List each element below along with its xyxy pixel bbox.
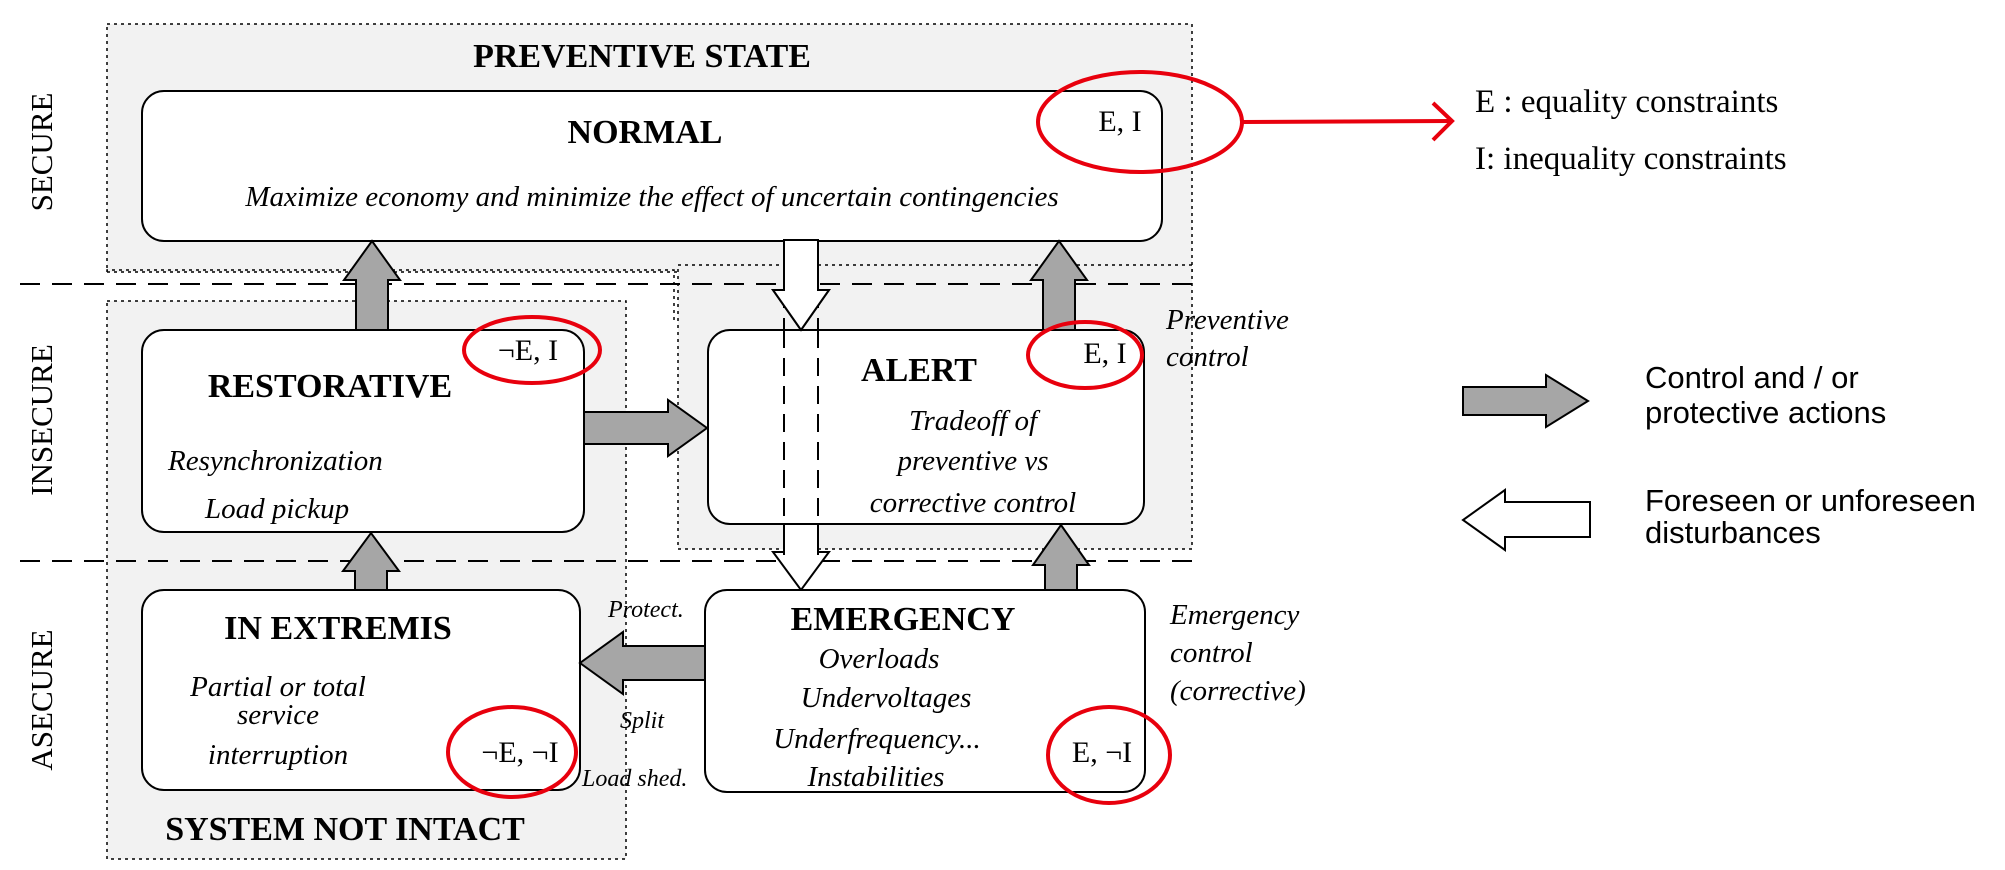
emergency-control-label-2: control: [1170, 637, 1253, 669]
emergency-state-box: [704, 589, 1146, 793]
legend-red-arrow-shaft: [1242, 119, 1453, 124]
normal-title: NORMAL: [568, 114, 723, 151]
legend-control-arrow-icon: [1462, 373, 1590, 429]
action-arrow-restorative-to-alert: [583, 398, 709, 458]
emergency-control-label-1: Emergency: [1169, 599, 1299, 631]
alert-constraint-highlight: [1026, 320, 1144, 390]
extremis-constraint-highlight: [446, 705, 578, 799]
in-extremis-constraints: ¬E, ¬I: [481, 736, 558, 769]
emergency-line4: Instabilities: [807, 761, 945, 793]
emergency-line1: Overloads: [819, 643, 940, 675]
restorative-title: RESTORATIVE: [208, 368, 452, 405]
preventive-control-label-1: Preventive: [1165, 304, 1289, 336]
normal-constraint-highlight: [1036, 70, 1244, 174]
legend-e-definition: E : equality constraints: [1475, 84, 1778, 120]
protect-label: Protect.: [607, 597, 684, 623]
emergency-control-label-3: (corrective): [1170, 675, 1306, 707]
alert-line1: Tradeoff of: [909, 405, 1041, 437]
legend-i-definition: I: inequality constraints: [1475, 141, 1787, 177]
emergency-title: EMERGENCY: [791, 601, 1016, 638]
legend-control-line1: Control and / or: [1645, 360, 1859, 395]
alert-title: ALERT: [861, 352, 977, 389]
asecure-label: ASECURE: [24, 629, 59, 770]
action-arrow-restorative-to-normal: [342, 239, 402, 331]
action-arrow-emergency-to-alert: [1031, 523, 1091, 591]
restorative-line1: Resynchronization: [167, 445, 383, 477]
action-arrow-extremis-to-restorative: [341, 531, 401, 591]
normal-constraints: E, I: [1098, 105, 1141, 138]
normal-description: Maximize economy and minimize the effect…: [244, 181, 1058, 213]
restorative-constraints: ¬E, I: [498, 334, 558, 367]
legend-disturbance-line1: Foreseen or unforeseen: [1645, 483, 1976, 518]
in-extremis-line2: service: [237, 699, 319, 731]
restorative-region-border: [106, 269, 675, 320]
disturbance-arrow-head-over-alert: [771, 239, 831, 332]
in-extremis-title: IN EXTREMIS: [224, 610, 452, 647]
legend-control-line2: protective actions: [1645, 395, 1886, 430]
action-arrow-emergency-to-extremis: [578, 630, 706, 696]
load-shed-label: Load shed.: [581, 766, 687, 792]
restorative-line2: Load pickup: [204, 493, 349, 525]
insecure-label: INSECURE: [24, 344, 59, 496]
alert-line3: corrective control: [870, 487, 1076, 519]
preventive-state-title: PREVENTIVE STATE: [473, 38, 811, 75]
preventive-control-label-2: control: [1166, 341, 1249, 373]
emergency-constraint-highlight: [1046, 705, 1172, 805]
system-not-intact-title: SYSTEM NOT INTACT: [165, 811, 525, 848]
restorative-constraint-highlight: [462, 315, 602, 385]
in-extremis-line3: interruption: [208, 739, 348, 771]
secure-label: SECURE: [24, 93, 59, 212]
alert-line2: preventive vs: [895, 445, 1048, 477]
normal-state-box: [141, 90, 1163, 242]
split-label: Split: [620, 708, 665, 734]
emergency-line3: Underfrequency...: [773, 723, 981, 755]
legend-disturbance-arrow-icon: [1461, 488, 1591, 552]
legend-red-arrow-head: [1431, 101, 1455, 142]
in-extremis-line1: Partial or total: [189, 671, 366, 703]
emergency-constraints: E, ¬I: [1072, 736, 1132, 769]
legend-disturbance-line2: disturbances: [1645, 515, 1821, 550]
alert-constraints: E, I: [1083, 337, 1126, 370]
emergency-line2: Undervoltages: [801, 682, 972, 714]
